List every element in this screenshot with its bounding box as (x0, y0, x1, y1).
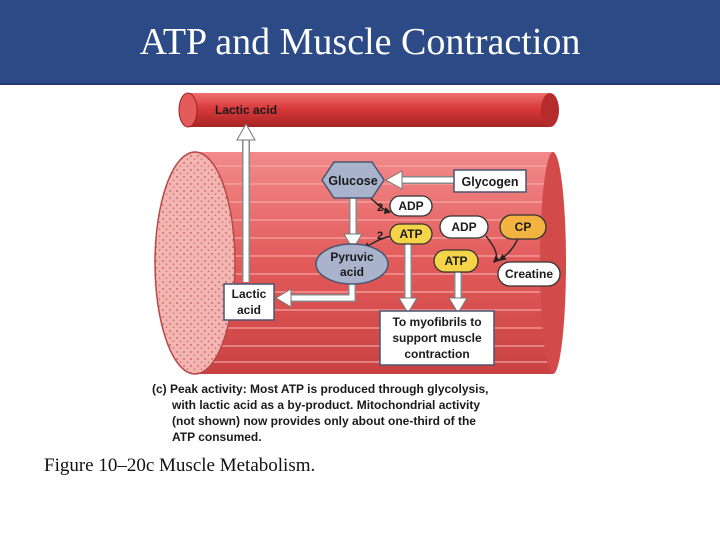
adp-right-node: ADP (439, 215, 489, 239)
panel-caption-line: ATP consumed. (172, 430, 262, 444)
atp-right-node: ATP (433, 249, 479, 273)
panel-caption-line: with lactic acid as a by-product. Mitoch… (171, 398, 480, 412)
lactic-acid-node: Lactic acid (223, 283, 275, 321)
adp-left-node: ADP (389, 195, 433, 217)
title-bar: ATP and Muscle Contraction (0, 0, 720, 85)
glycogen-label: Glycogen (462, 175, 519, 189)
panel-caption-line: (not shown) now provides only about one-… (172, 414, 476, 428)
myofibrils-node: To myofibrils to support muscle contract… (379, 310, 495, 366)
lactic-label-line1: Lactic (232, 287, 267, 301)
adp-right-label: ADP (451, 220, 476, 234)
atp-count: 2 (377, 230, 383, 242)
glucose-to-pyruvic-arrow (343, 196, 363, 250)
cp-node: CP (499, 214, 547, 240)
adp-to-atp-curve (485, 235, 501, 263)
pyruvic-label-line1: Pyruvic (330, 250, 374, 264)
atp-right-label: ATP (444, 254, 467, 268)
creatine-node: Creatine (497, 261, 561, 287)
glucose-node: Glucose (321, 161, 385, 199)
atp-left-node: ATP (389, 223, 433, 245)
myofibrils-line1: To myofibrils to (392, 315, 481, 329)
pyruvic-acid-node: Pyruvic acid (315, 243, 389, 285)
glucose-label: Glucose (328, 174, 377, 188)
figure-caption: Figure 10–20c Muscle Metabolism. (44, 455, 316, 476)
atp-to-myofibrils-arrow-right (448, 272, 468, 314)
blood-vessel: Lactic acid (178, 92, 559, 128)
cp-to-creatine-curve (498, 237, 519, 261)
lactic-label-line2: acid (237, 303, 261, 317)
slide-title: ATP and Muscle Contraction (139, 21, 581, 63)
cp-label: CP (515, 220, 532, 234)
atp-left-label: ATP (399, 227, 422, 241)
adp-count: 2 (377, 202, 383, 214)
lactic-to-vessel-arrow (236, 122, 256, 282)
myofibrils-line2: support muscle (392, 331, 482, 345)
muscle-cross-section (154, 151, 236, 375)
glycogen-to-glucose-arrow (384, 170, 454, 190)
vessel-lactic-acid-label: Lactic acid (215, 103, 277, 117)
glycogen-node: Glycogen (453, 169, 527, 193)
myofibrils-line3: contraction (404, 347, 469, 361)
panel-caption-line: (c) Peak activity: Most ATP is produced … (152, 382, 489, 396)
adp-left-label: ADP (398, 199, 423, 213)
panel-caption: (c) Peak activity: Most ATP is produced … (152, 382, 489, 444)
creatine-label: Creatine (505, 267, 553, 281)
pyruvic-label-line2: acid (340, 265, 364, 279)
pyruvic-to-lactic-arrow (275, 280, 356, 308)
